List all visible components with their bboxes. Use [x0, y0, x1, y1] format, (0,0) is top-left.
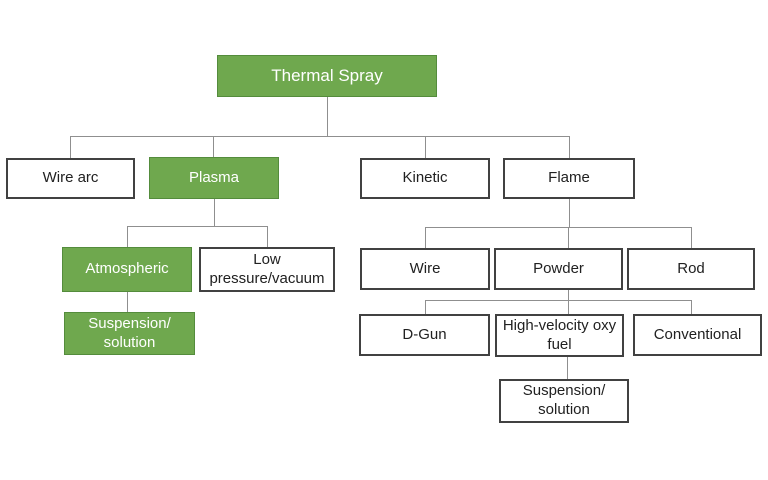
node-rod: Rod	[627, 248, 755, 290]
connector-line	[568, 290, 569, 300]
connector-line	[425, 300, 691, 301]
node-d-gun: D-Gun	[359, 314, 490, 356]
connector-line	[425, 300, 426, 314]
node-wire: Wire	[360, 248, 490, 290]
node-high-velocity-oxy-fuel: High-velocity oxy fuel	[495, 314, 624, 357]
node-flame: Flame	[503, 158, 635, 199]
node-kinetic: Kinetic	[360, 158, 490, 199]
connector-line	[267, 226, 268, 247]
node-conventional: Conventional	[633, 314, 762, 356]
connector-line	[569, 136, 570, 158]
node-powder: Powder	[494, 248, 623, 290]
node-suspension-solution-plasma: Suspension/ solution	[64, 312, 195, 355]
connector-line	[425, 227, 691, 228]
connector-line	[425, 227, 426, 248]
connector-line	[567, 357, 568, 379]
connector-line	[691, 300, 692, 314]
connector-line	[569, 199, 570, 227]
connector-line	[127, 292, 128, 312]
connector-line	[691, 227, 692, 248]
connector-line	[568, 300, 569, 314]
node-plasma: Plasma	[149, 157, 279, 199]
node-atmospheric: Atmospheric	[62, 247, 192, 292]
connector-line	[213, 136, 214, 157]
node-low-pressure-vacuum: Low pressure/vacuum	[199, 247, 335, 292]
connector-line	[327, 97, 328, 136]
node-wire-arc: Wire arc	[6, 158, 135, 199]
connector-line	[70, 136, 569, 137]
node-suspension-solution-flame: Suspension/ solution	[499, 379, 629, 423]
connector-line	[127, 226, 128, 247]
connector-line	[214, 199, 215, 226]
connector-line	[425, 136, 426, 158]
connector-line	[568, 227, 569, 248]
node-thermal-spray: Thermal Spray	[217, 55, 437, 97]
connector-line	[127, 226, 267, 227]
connector-line	[70, 136, 71, 158]
